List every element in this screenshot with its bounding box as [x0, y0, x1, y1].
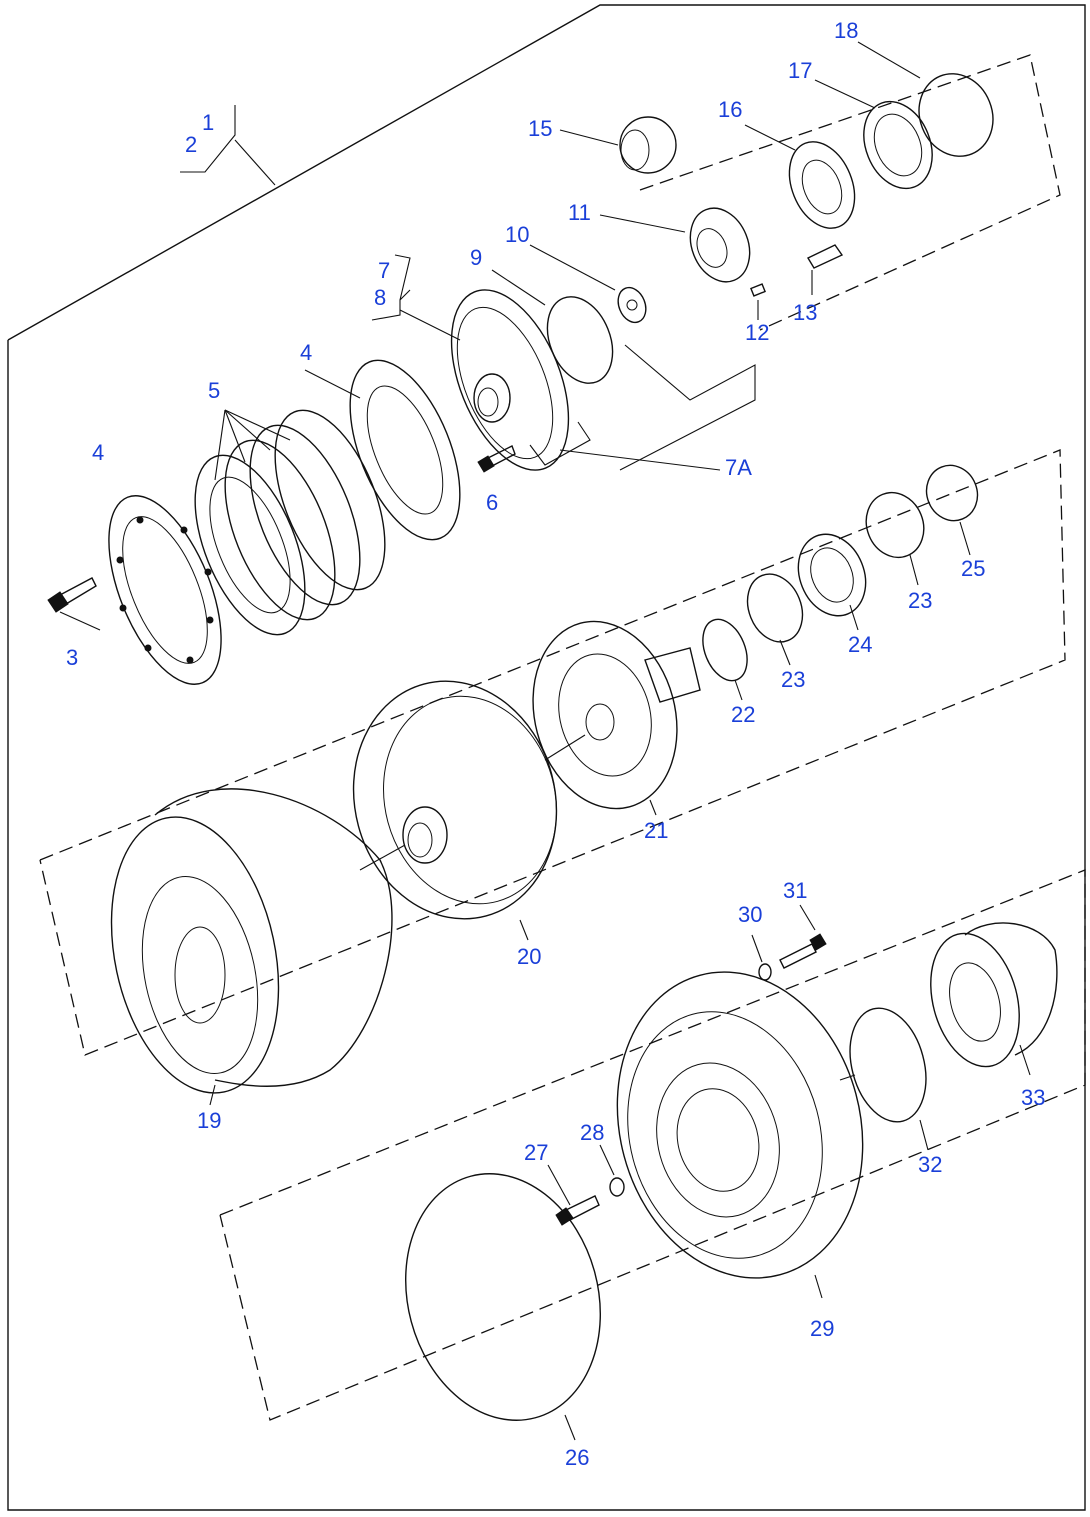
- label-part-4-right: 4: [300, 340, 312, 365]
- label-part-16: 16: [718, 97, 742, 122]
- oring-part-9: [491, 269, 614, 384]
- label-part-3: 3: [66, 645, 78, 670]
- label-part-7a: 7A: [725, 455, 752, 480]
- snapring-part-18: [857, 41, 994, 157]
- label-part-26: 26: [565, 1445, 589, 1470]
- label-part-29: 29: [810, 1316, 834, 1341]
- washer-part-30: [751, 934, 772, 981]
- label-part-2: 2: [185, 132, 197, 157]
- bearing-part-24: [797, 533, 867, 631]
- label-part-23-upper: 23: [908, 588, 932, 613]
- gear-part-11: [599, 207, 751, 283]
- label-part-27: 27: [524, 1140, 548, 1165]
- outer-border: [7, 4, 1086, 1511]
- label-part-17: 17: [788, 58, 812, 83]
- stator-part-21: [532, 620, 701, 816]
- label-part-18: 18: [834, 18, 858, 43]
- label-part-24: 24: [848, 632, 872, 657]
- hub-part-33: [930, 922, 1058, 1076]
- bolt-part-27: [547, 1164, 600, 1226]
- label-part-22: 22: [731, 702, 755, 727]
- label-part-8: 8: [374, 285, 386, 310]
- label-part-11: 11: [568, 200, 591, 225]
- label-part-15: 15: [528, 116, 552, 141]
- group-bracket-7a: [529, 344, 756, 471]
- label-part-6: 6: [486, 490, 498, 515]
- label-part-13: 13: [793, 300, 817, 325]
- part-labels: 1 2 3 4 4 5 6 7 7A 8 9 10 11 12 13 15 16…: [66, 18, 1045, 1470]
- disc-stack-part-5: [194, 409, 386, 636]
- label-part-30: 30: [738, 902, 762, 927]
- bolt-part-13: [807, 244, 844, 295]
- turbine-part-20: [352, 680, 558, 941]
- label-part-12: 12: [745, 320, 769, 345]
- assembly-frames: [39, 54, 1086, 1421]
- snapring-part-22: [702, 618, 748, 701]
- label-part-21: 21: [644, 818, 668, 843]
- snapring-part-23-lower: [746, 573, 804, 666]
- label-part-5: 5: [208, 378, 220, 403]
- bushing-part-15: [559, 116, 677, 174]
- label-part-7: 7: [378, 258, 390, 283]
- bearing-part-17: [814, 79, 933, 190]
- shim-part-16: [744, 124, 856, 229]
- label-part-31: 31: [783, 878, 807, 903]
- washer-part-10: [529, 244, 647, 324]
- group-bracket-1-2: [180, 105, 276, 186]
- washer-part-28: [599, 1144, 625, 1197]
- pin-part-12: [750, 283, 766, 320]
- label-part-32: 32: [918, 1152, 942, 1177]
- plate-part-4-left: [108, 495, 222, 685]
- bolt-part-3: [47, 577, 101, 631]
- label-part-9: 9: [470, 245, 482, 270]
- label-part-28: 28: [580, 1120, 604, 1145]
- housing-part-8: [371, 254, 570, 471]
- label-part-10: 10: [505, 222, 529, 247]
- drum-part-19: [110, 788, 393, 1106]
- impeller-part-29: [616, 971, 864, 1299]
- snapring-part-25: [925, 464, 979, 556]
- label-part-23-lower: 23: [781, 667, 805, 692]
- label-part-4-left: 4: [92, 440, 104, 465]
- bolt-part-31: [779, 904, 827, 969]
- label-part-33: 33: [1021, 1085, 1045, 1110]
- label-part-1: 1: [202, 110, 214, 135]
- plate-part-4-right: [304, 359, 461, 541]
- oring-part-32: [839, 1007, 929, 1151]
- label-part-25: 25: [961, 556, 985, 581]
- label-part-19: 19: [197, 1108, 221, 1133]
- label-part-20: 20: [517, 944, 541, 969]
- snapring-part-23-upper: [865, 491, 925, 586]
- oring-part-26: [405, 1173, 601, 1441]
